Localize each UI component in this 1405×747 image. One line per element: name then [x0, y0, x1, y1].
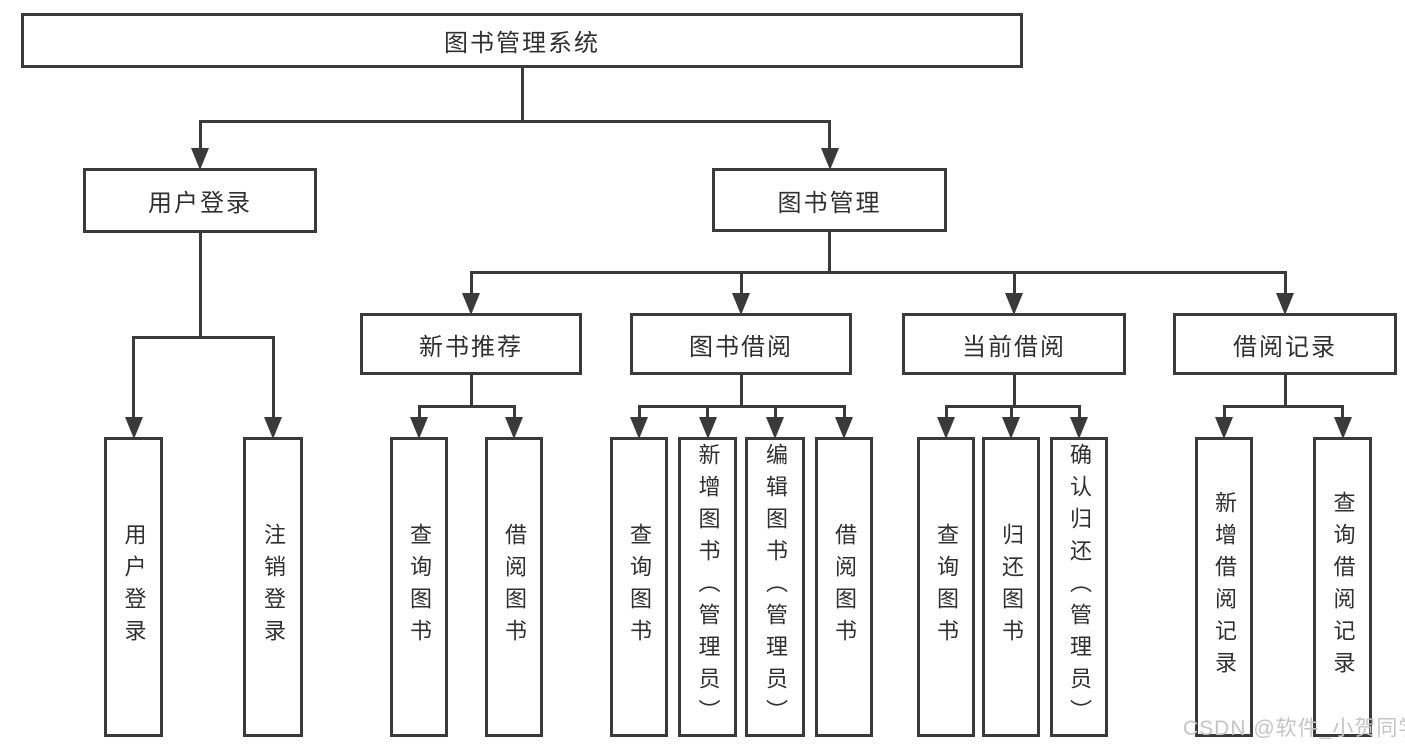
node-leaf-cb-query: 查询图书 — [917, 437, 975, 737]
node-label: 查询图书 — [934, 523, 959, 651]
node-label: 借阅记录 — [1233, 333, 1337, 361]
node-book-mgmt: 图书管理 — [712, 168, 947, 232]
connector-root-drop-user-login — [198, 120, 202, 152]
arrowhead-leaf-bb-add — [698, 417, 717, 439]
arrowhead-leaf-bb-edit — [766, 417, 784, 439]
connector-user-login-stem — [198, 233, 202, 339]
node-current-borrow: 当前借阅 — [902, 313, 1126, 375]
node-label: 新增借阅记录 — [1212, 491, 1237, 683]
arrowhead-leaf-cb-confirm — [1070, 417, 1088, 439]
node-leaf-nb-query: 查询图书 — [390, 437, 448, 737]
node-label: 新增图书（管理员） — [695, 443, 721, 731]
connector-new-book-stem — [469, 375, 473, 408]
arrowhead-book-borrow — [732, 293, 750, 315]
node-leaf-logout: 注销登录 — [243, 437, 303, 737]
node-leaf-cb-return: 归还图书 — [982, 437, 1040, 737]
node-label: 新书推荐 — [419, 333, 523, 361]
arrowhead-leaf-br-query — [1333, 417, 1352, 439]
connector-book-borrow-stem — [739, 375, 743, 408]
node-label: 归还图书 — [999, 523, 1024, 651]
connector-current-borrow-drop-leaf-cb-query — [944, 405, 948, 421]
connector-root-drop-book-mgmt — [828, 120, 831, 152]
connector-book-mgmt-stem — [828, 232, 831, 274]
arrowhead-leaf-br-add — [1215, 417, 1233, 439]
connector-borrow-record-drop-leaf-br-add — [1222, 405, 1226, 421]
connector-current-borrow-bar — [944, 405, 1081, 408]
connector-borrow-record-stem — [1283, 375, 1287, 408]
node-label: 图书借阅 — [689, 333, 793, 361]
arrowhead-leaf-user-login — [124, 417, 143, 439]
node-label: 图书管理系统 — [444, 30, 600, 57]
connector-book-borrow-drop-leaf-bb-add — [706, 405, 709, 421]
node-leaf-bb-add: 新增图书（管理员） — [678, 437, 737, 737]
node-label: 当前借阅 — [962, 333, 1066, 361]
connector-current-borrow-drop-leaf-cb-return — [1009, 405, 1013, 421]
connector-user-login-drop-leaf-user-login — [132, 336, 135, 421]
node-label: 确认归还（管理员） — [1067, 443, 1092, 731]
arrowhead-leaf-cb-return — [1002, 417, 1020, 439]
node-root: 图书管理系统 — [21, 13, 1023, 68]
connector-root-bar — [198, 120, 831, 123]
connector-current-borrow-stem — [1012, 375, 1016, 408]
node-label: 借阅图书 — [502, 523, 527, 651]
connector-borrow-record-drop-leaf-br-query — [1341, 405, 1344, 421]
node-label: 查询图书 — [627, 523, 652, 651]
node-label: 用户登录 — [148, 190, 252, 217]
node-leaf-br-add: 新增借阅记录 — [1195, 437, 1253, 737]
arrowhead-current-borrow — [1005, 293, 1023, 315]
connector-book-mgmt-drop-current-borrow — [1012, 271, 1016, 297]
node-leaf-bb-edit: 编辑图书（管理员） — [745, 437, 805, 737]
arrowhead-leaf-nb-query — [410, 417, 428, 439]
node-label: 图书管理 — [777, 189, 882, 217]
arrowhead-new-book — [462, 293, 480, 315]
node-leaf-nb-borrow: 借阅图书 — [485, 437, 543, 737]
connector-user-login-bar — [132, 336, 275, 339]
connector-new-book-drop-leaf-nb-query — [417, 405, 421, 421]
node-label: 查询图书 — [407, 523, 432, 651]
node-leaf-user-login: 用户登录 — [104, 437, 163, 737]
arrowhead-leaf-bb-query — [630, 417, 648, 439]
arrowhead-leaf-bb-borrow — [835, 417, 853, 439]
node-borrow-record: 借阅记录 — [1173, 313, 1397, 375]
arrowhead-borrow-record — [1276, 293, 1294, 315]
arrowhead-leaf-cb-query — [937, 417, 955, 439]
node-label: 编辑图书（管理员） — [763, 443, 788, 731]
node-leaf-bb-borrow: 借阅图书 — [815, 437, 873, 737]
node-label: 注销登录 — [261, 523, 286, 651]
connector-new-book-bar — [417, 405, 516, 408]
connector-borrow-record-bar — [1222, 405, 1344, 408]
arrowhead-leaf-nb-borrow — [505, 417, 523, 439]
connector-book-borrow-drop-leaf-bb-borrow — [842, 405, 846, 421]
connector-book-mgmt-bar — [469, 271, 1287, 274]
node-user-login: 用户登录 — [83, 168, 317, 233]
node-label: 借阅图书 — [832, 523, 857, 651]
connector-book-mgmt-drop-book-borrow — [739, 271, 743, 297]
watermark: CSDN @软件_小贺同学 — [1183, 717, 1405, 740]
connector-book-mgmt-drop-borrow-record — [1283, 271, 1287, 297]
arrowhead-book-mgmt — [820, 148, 839, 170]
node-label: 查询借阅记录 — [1330, 491, 1356, 683]
connector-new-book-drop-leaf-nb-borrow — [512, 405, 516, 421]
node-leaf-bb-query: 查询图书 — [610, 437, 668, 737]
connector-book-mgmt-drop-new-book — [469, 271, 473, 297]
arrowhead-leaf-logout — [264, 417, 282, 439]
connector-root-stem — [520, 68, 524, 123]
node-leaf-cb-confirm: 确认归还（管理员） — [1050, 437, 1108, 737]
node-label: 用户登录 — [121, 523, 147, 651]
node-book-borrow: 图书借阅 — [630, 313, 852, 375]
node-new-book: 新书推荐 — [360, 313, 582, 375]
arrowhead-user-login — [191, 148, 209, 170]
node-leaf-br-query: 查询借阅记录 — [1313, 437, 1372, 737]
connector-book-borrow-bar — [637, 405, 846, 408]
connector-user-login-drop-leaf-logout — [271, 336, 275, 421]
connector-book-borrow-drop-leaf-bb-edit — [773, 405, 777, 421]
connector-book-borrow-drop-leaf-bb-query — [637, 405, 641, 421]
connector-current-borrow-drop-leaf-cb-confirm — [1077, 405, 1081, 421]
